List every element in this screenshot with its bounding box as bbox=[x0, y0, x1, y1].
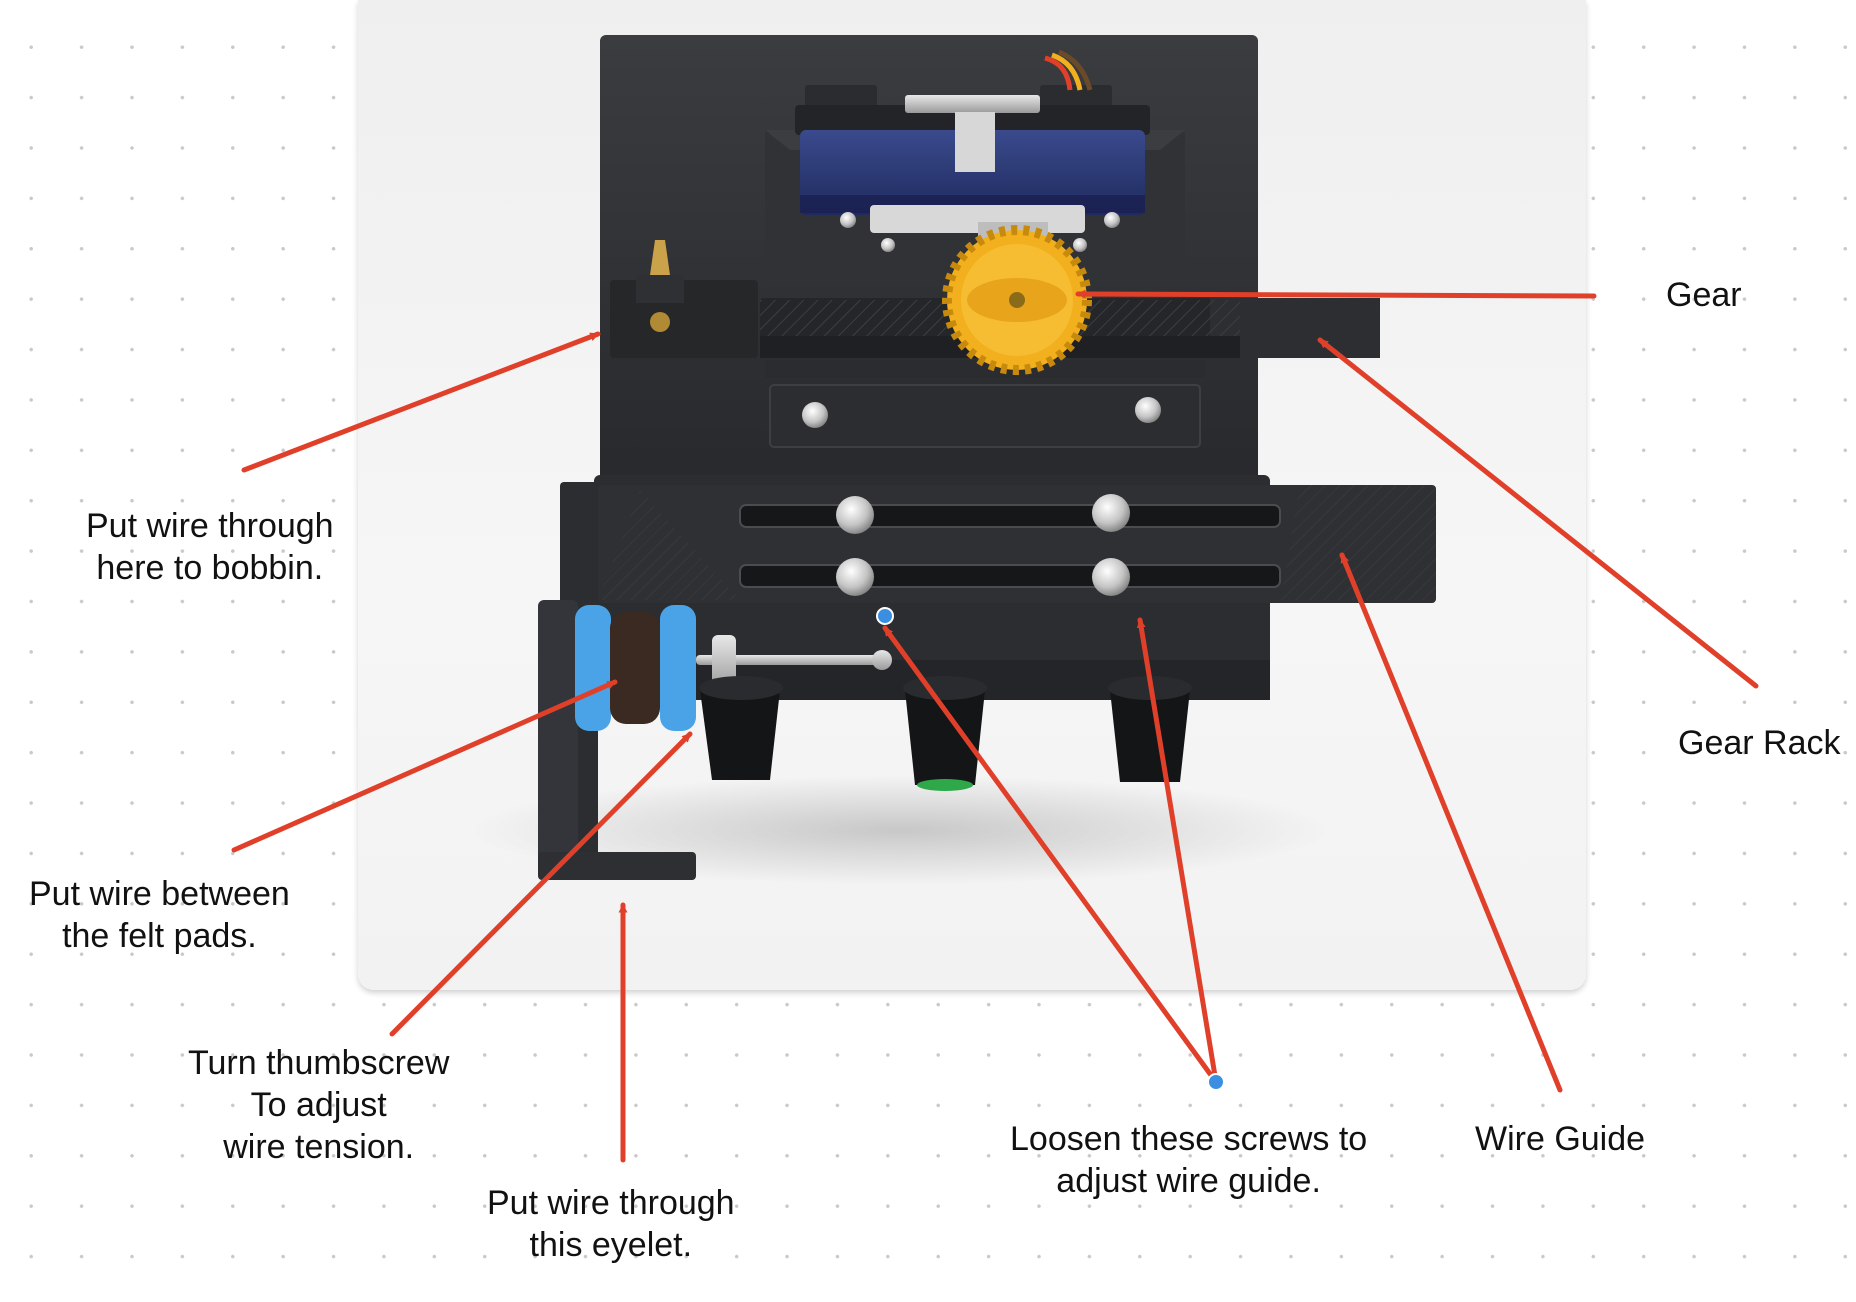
label-eyelet-line-1: Put wire through bbox=[487, 1182, 735, 1224]
label-screws: Loosen these screws to adjust wire guide… bbox=[1010, 1118, 1367, 1202]
label-felt-pads-line-2: the felt pads. bbox=[29, 915, 290, 957]
arrow-gear bbox=[1078, 294, 1594, 296]
label-bobbin: Put wire through here to bobbin. bbox=[86, 505, 334, 589]
wire-guide-bar bbox=[598, 485, 1436, 603]
label-thumbscrew: Turn thumbscrew To adjust wire tension. bbox=[188, 1042, 449, 1168]
label-thumbscrew-line-2: To adjust bbox=[188, 1084, 449, 1126]
arrow-bobbin bbox=[244, 334, 598, 470]
label-gear-rack-line-1: Gear Rack bbox=[1678, 722, 1841, 764]
label-screws-line-2: adjust wire guide. bbox=[1010, 1160, 1367, 1202]
label-gear: Gear bbox=[1666, 274, 1742, 316]
rubber-feet bbox=[699, 676, 1192, 791]
label-bobbin-line-2: here to bobbin. bbox=[86, 547, 334, 589]
rack-mount-plate bbox=[770, 385, 1200, 447]
label-screws-line-1: Loosen these screws to bbox=[1010, 1118, 1367, 1160]
label-bobbin-line-1: Put wire through bbox=[86, 505, 334, 547]
arrow-end-handle[interactable] bbox=[1208, 1074, 1224, 1090]
label-eyelet: Put wire through this eyelet. bbox=[487, 1182, 735, 1266]
label-eyelet-line-2: this eyelet. bbox=[487, 1224, 735, 1266]
gear bbox=[947, 230, 1087, 370]
label-gear-rack: Gear Rack bbox=[1678, 722, 1841, 764]
label-wire-guide: Wire Guide bbox=[1475, 1118, 1645, 1160]
arrow-wire-guide bbox=[1342, 555, 1560, 1090]
label-thumbscrew-line-1: Turn thumbscrew bbox=[188, 1042, 449, 1084]
label-wire-guide-line-1: Wire Guide bbox=[1475, 1118, 1645, 1160]
label-felt-pads: Put wire between the felt pads. bbox=[29, 873, 290, 957]
felt-pads bbox=[575, 605, 696, 731]
label-thumbscrew-line-3: wire tension. bbox=[188, 1126, 449, 1168]
arrow-start-handle[interactable] bbox=[877, 608, 893, 624]
label-felt-pads-line-1: Put wire between bbox=[29, 873, 290, 915]
label-gear-line-1: Gear bbox=[1666, 274, 1742, 316]
